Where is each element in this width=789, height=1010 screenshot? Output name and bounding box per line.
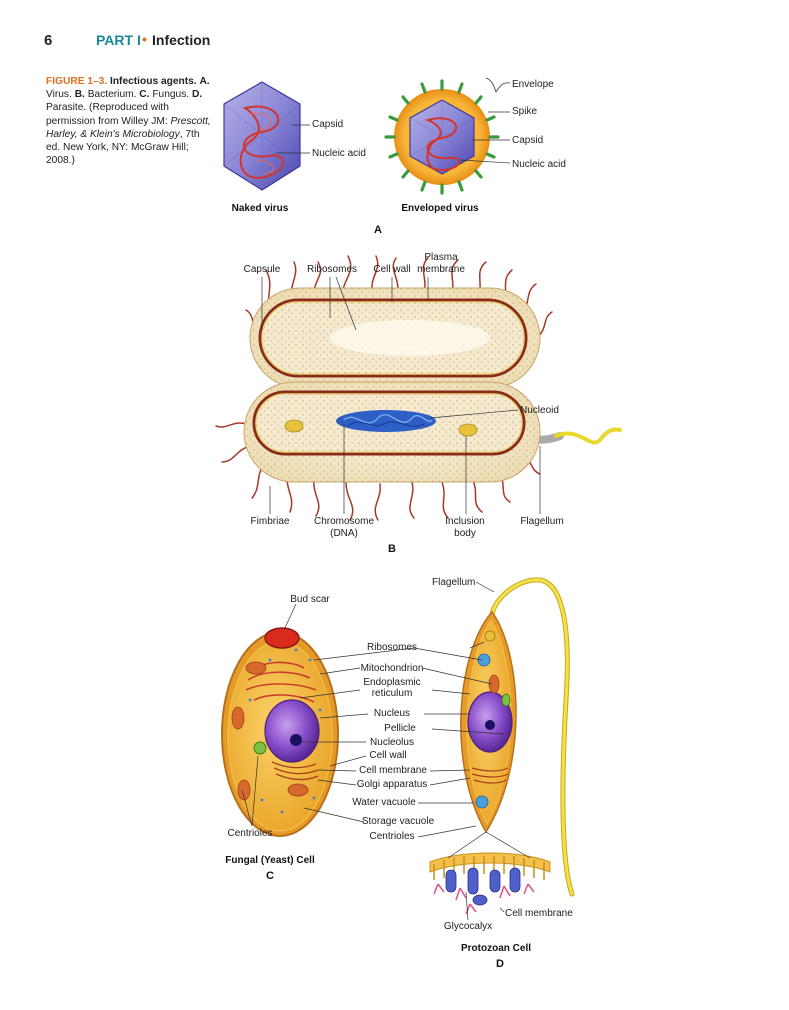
fimbriae-label: Fimbriae [250,516,290,527]
panel-a-letter: A [374,224,382,236]
cell-membrane-label-d: Cell membrane [505,908,573,919]
header-separator: • [142,31,147,47]
protozoan-cell-title: Protozoan Cell [460,943,532,954]
plasma-membrane-label-1: Plasma [424,252,458,263]
panel-b-letter: B [388,543,396,555]
caption-d-text: Parasite. [46,102,87,114]
protozoan-cell [429,577,575,915]
caption-b-text: Bacterium. [87,89,137,101]
figure-label: FIGURE 1–3. [46,76,108,87]
cell-wall-label: Cell wall [373,264,411,275]
envelope-label: Envelope [512,79,554,90]
caption-d-letter: D. [191,89,203,101]
caption-a-text: Virus. [46,89,72,101]
storage-vacuole-label: Storage vacuole [361,816,435,827]
flagellum-label-b: Flagellum [520,516,564,527]
bud-scar-label: Bud scar [290,594,330,605]
naked-virus-title: Naked virus [231,203,289,214]
flagellum-label-d: Flagellum [432,577,476,588]
caption-repro-end: , 7th ed. New York, NY: McGraw Hill; 200… [46,128,200,167]
enveloped-capsid-label: Capsid [512,135,544,146]
yeast-cell [221,627,339,837]
fungal-cell-title: Fungal (Yeast) Cell [225,855,315,866]
glycocalyx-label: Glycocalyx [443,921,493,932]
cell-membrane-label-cd: Cell membrane [359,765,427,776]
nucleolus-label: Nucleolus [370,737,414,748]
ribosomes-label-cd: Ribosomes [366,642,418,653]
page-number: 6 [44,32,53,49]
caption-book-title: Prescott, Harley, & Klein's Microbiology [46,115,211,140]
spike-label: Spike [512,106,538,117]
enveloped-nucleic-acid-label: Nucleic acid [512,159,566,170]
part-label: PART I [96,32,141,48]
caption-title: Infectious agents. [110,76,197,87]
water-vacuole-label: Water vacuole [352,797,416,808]
inclusion-body-label-2: body [454,528,476,539]
naked-virus [223,81,310,191]
naked-nucleic-acid-label: Nucleic acid [312,148,366,159]
nucleus-label: Nucleus [373,708,411,719]
mitochondrion-label: Mitochondrion [360,663,424,674]
bacterium [215,255,622,521]
chromosome-label-2: (DNA) [330,528,358,539]
cell-wall-label-cd: Cell wall [369,750,407,761]
panel-c-letter: C [266,870,274,882]
er-label-1: Endoplasmic [363,677,421,688]
plasma-membrane-label-2: membrane [417,264,465,275]
section-title: Infection [152,32,211,48]
nucleoid-label: Nucleoid [520,405,559,416]
enveloped-virus [384,77,511,195]
golgi-label: Golgi apparatus [356,779,428,790]
enveloped-virus-title: Enveloped virus [401,203,479,214]
figure-caption: FIGURE 1–3. Infectious agents. A. Virus.… [46,75,216,167]
chromosome-label-1: Chromosome [313,516,375,527]
pellicle-label: Pellicle [384,723,416,734]
caption-c-letter: C. [139,89,150,101]
ribosomes-label: Ribosomes [306,264,358,275]
caption-b-letter: B. [74,89,85,101]
cd-leader-lines [241,581,505,921]
inclusion-body-label-1: Inclusion [445,516,485,527]
caption-repro-start: (Reproduced with permission from Willey … [46,102,171,127]
centrioles-label-c: Centrioles [227,828,273,839]
naked-capsid-label: Capsid [312,119,344,130]
er-label-2: reticulum [371,688,413,699]
caption-c-text: Fungus. [152,89,190,101]
centrioles-label-d: Centrioles [369,831,415,842]
panel-d-letter: D [496,958,504,970]
capsule-label: Capsule [243,264,281,275]
caption-a-letter: A. [199,76,210,87]
